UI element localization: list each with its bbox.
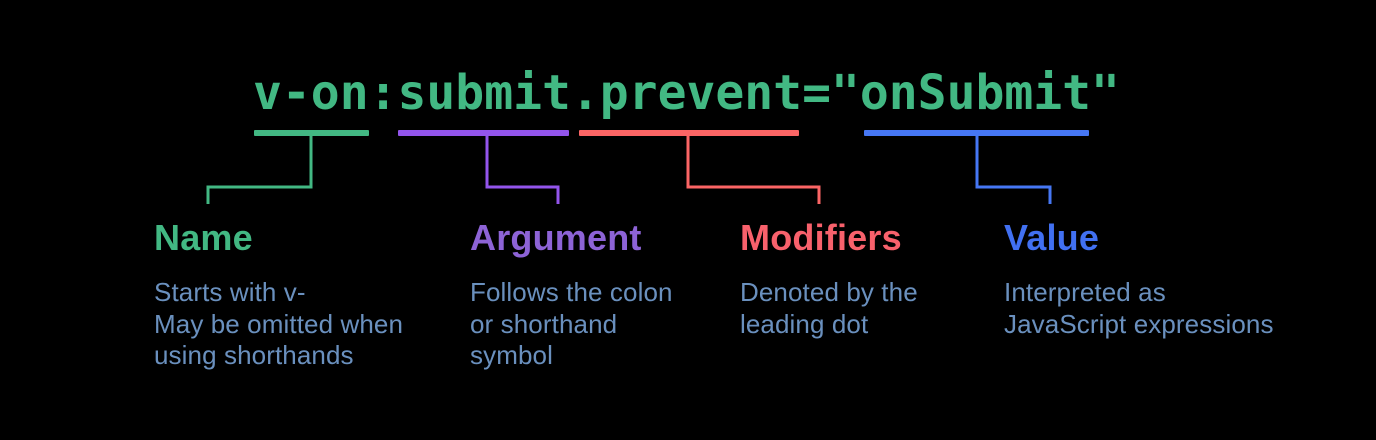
argument-connector-line [485,134,560,204]
name-connector-line [206,134,313,204]
value-underline-bar [864,130,1089,136]
modifiers-connector-line [686,134,821,204]
section-name: Name Starts with v- May be omitted when … [154,218,454,372]
argument-label: Argument [470,217,642,258]
value-connector-line [975,134,1052,204]
name-label: Name [154,217,253,258]
value-description: Interpreted as JavaScript expressions [1004,277,1274,339]
modifiers-description: Denoted by the leading dot [740,277,918,339]
name-description: Starts with v- May be omitted when using… [154,277,404,370]
section-argument: Argument Follows the colon or shorthand … [470,218,770,372]
argument-description: Follows the colon or shorthand symbol [470,277,673,370]
name-underline-bar [254,130,369,136]
section-modifiers: Modifiers Denoted by the leading dot [740,218,1040,340]
value-label: Value [1004,217,1100,258]
modifiers-label: Modifiers [740,217,902,258]
section-value: Value Interpreted as JavaScript expressi… [1004,218,1304,340]
argument-underline-bar [398,130,569,136]
modifiers-underline-bar [579,130,799,136]
code-snippet: v-on:submit.prevent="onSubmit" [253,65,1120,121]
